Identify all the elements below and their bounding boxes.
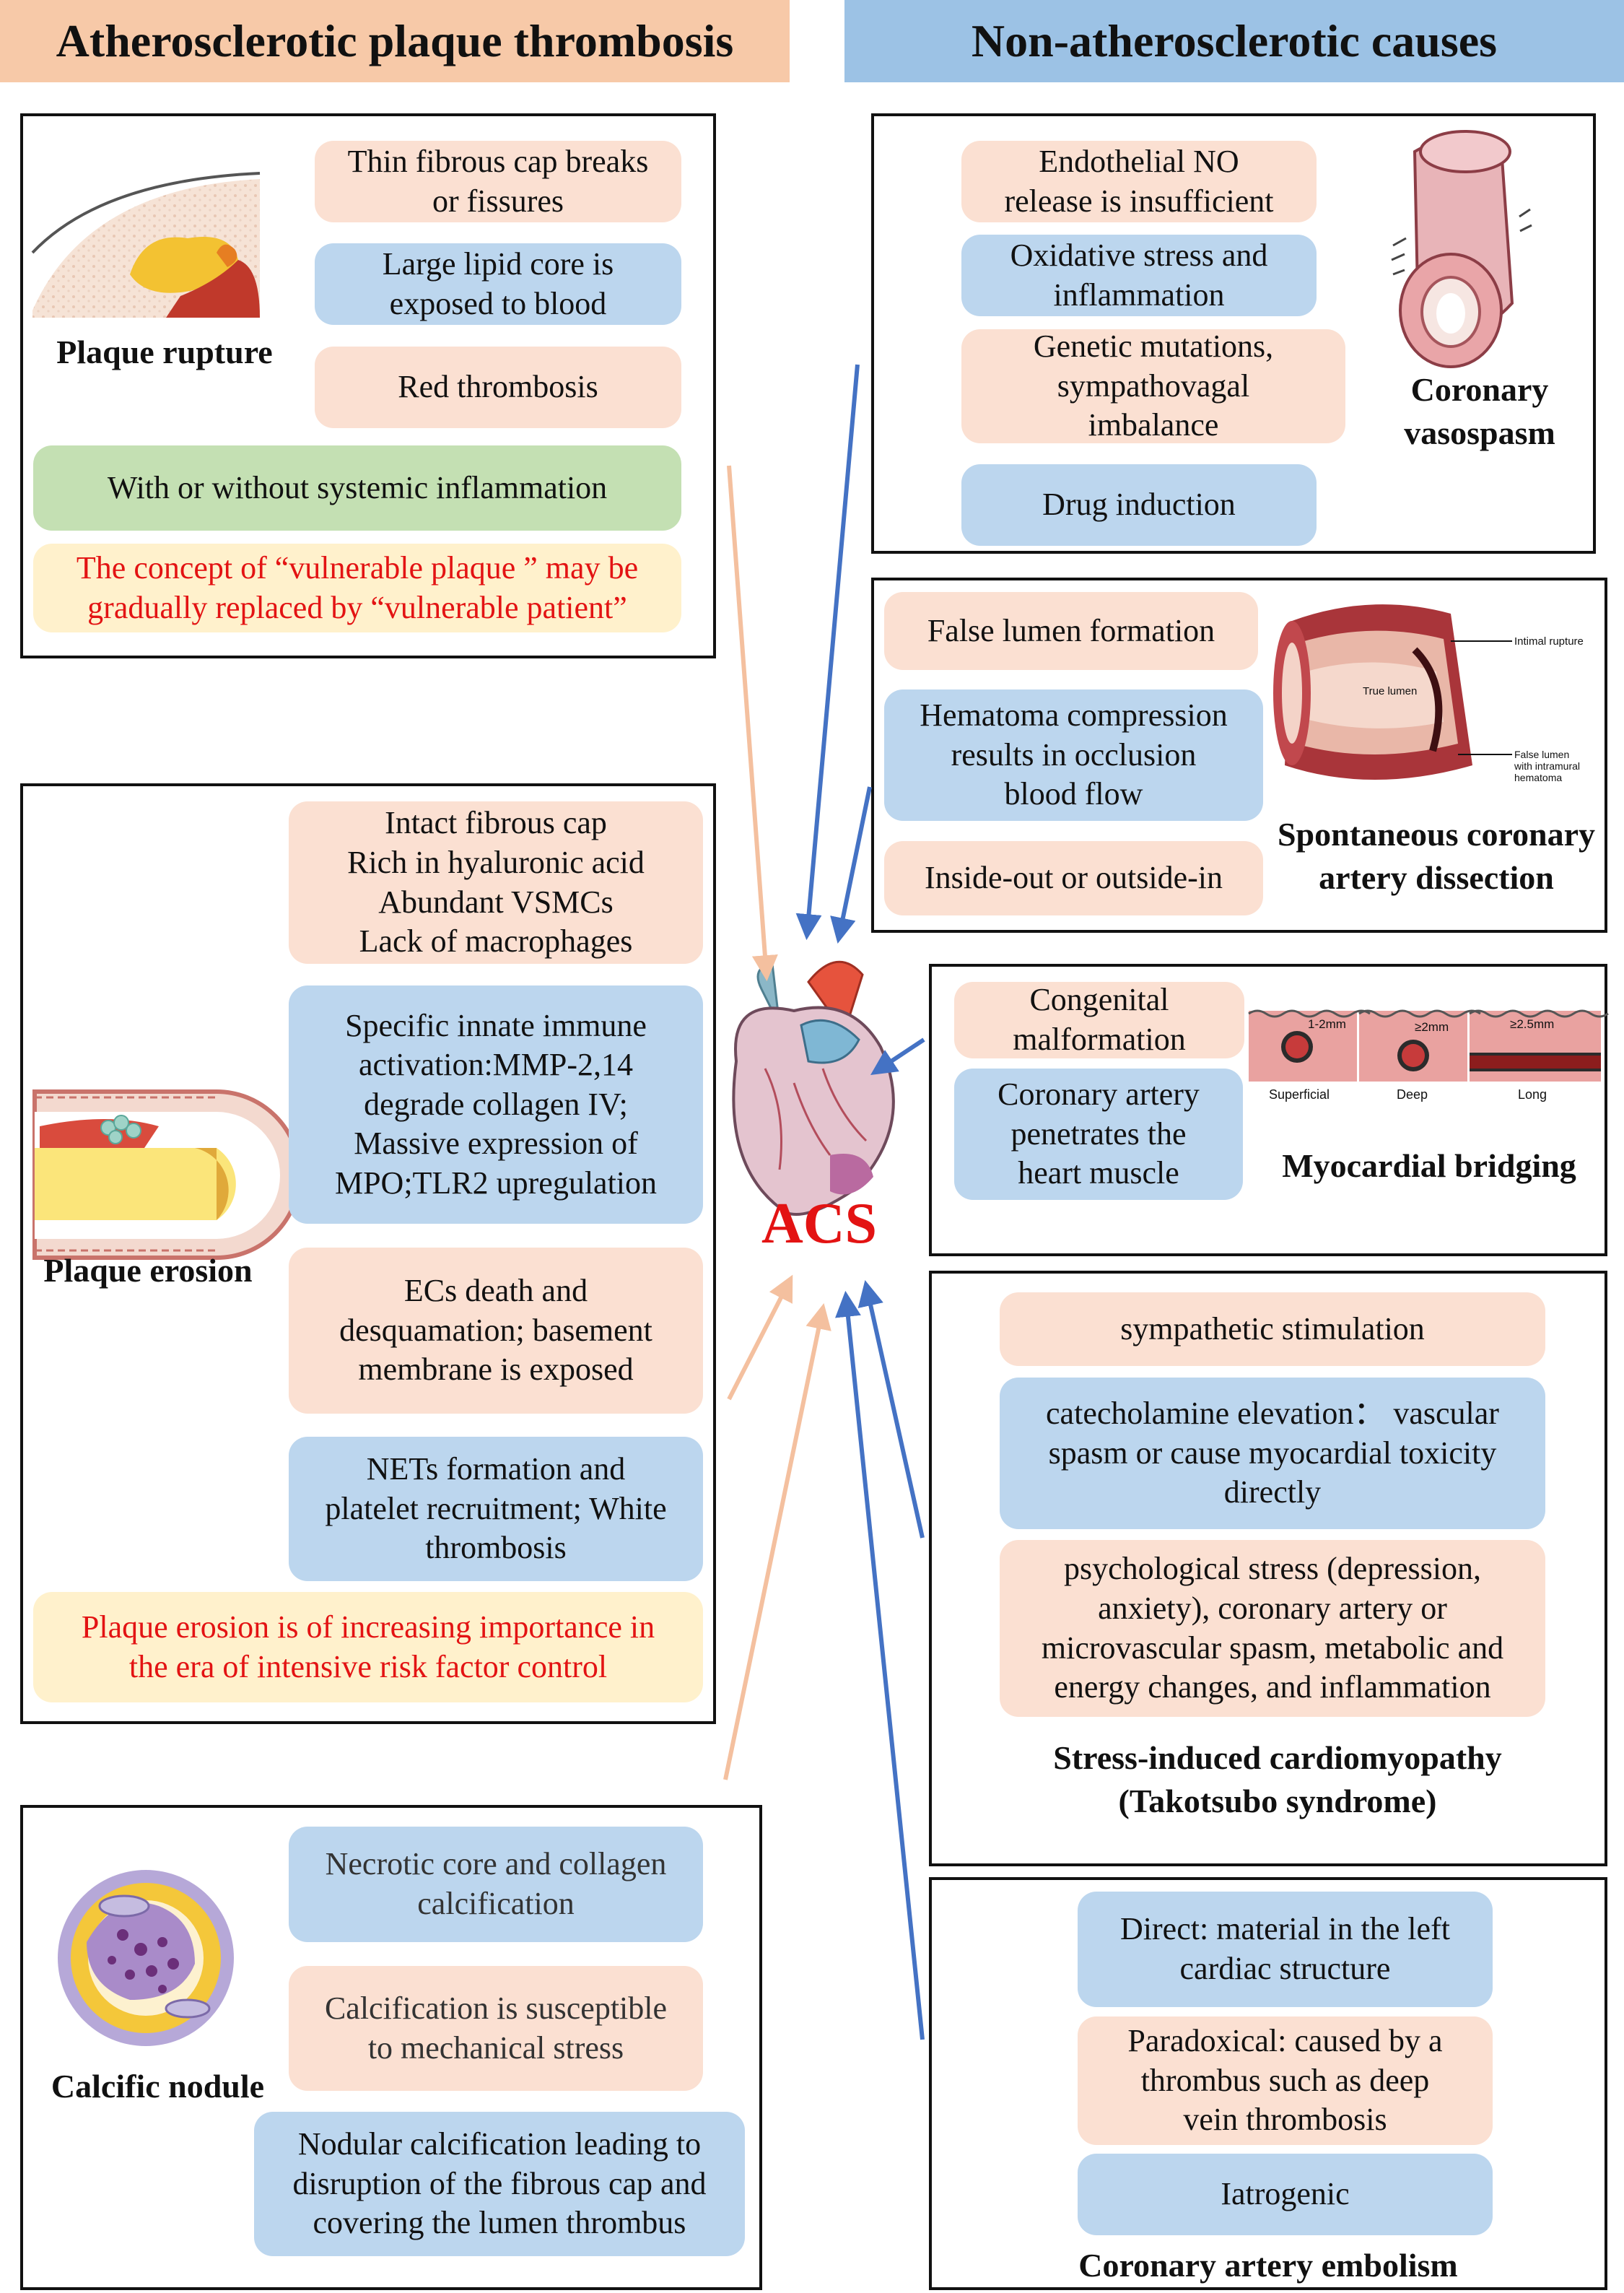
calcific-item-mechanical-stress: Calcification is susceptible to mechanic…: [289, 1966, 703, 2091]
scad-item-false-lumen: False lumen formation: [884, 592, 1258, 670]
rupture-item-thin-cap: Thin fibrous cap breaks or fissures: [315, 141, 681, 222]
label-takotsubo: Stress-induced cardiomyopathy (Takotsubo…: [1053, 1739, 1502, 1819]
label-coronary-embolism: Coronary artery embolism: [1078, 2247, 1458, 2284]
arrow-bridging-to-acs: [870, 1037, 925, 1075]
rupture-vulnerable-note: The concept of “vulnerable plaque ” may …: [33, 544, 681, 632]
label-calcific-nodule: Calcific nodule: [51, 2068, 265, 2105]
rupture-item-red-thrombosis: Red thrombosis: [315, 347, 681, 428]
acs-label: ACS: [761, 1192, 878, 1256]
embolism-item-paradoxical: Paradoxical: caused by a thrombus such a…: [1078, 2016, 1493, 2145]
takotsubo-item-psychological: psychological stress (depression, anxiet…: [1000, 1540, 1545, 1717]
arrow-rupture-to-acs: [727, 465, 778, 982]
arrow-embolism-to-acs: [835, 1290, 925, 2040]
label-coronary-vasospasm: Coronary vasospasm: [1404, 371, 1555, 451]
scad-item-hematoma: Hematoma compression results in occlusio…: [884, 689, 1263, 821]
header-non-atherosclerotic: Non-atherosclerotic causes: [844, 0, 1624, 82]
takotsubo-item-catecholamine: catecholamine elevation： vascular spasm …: [1000, 1378, 1545, 1529]
rupture-item-lipid-core: Large lipid core is exposed to blood: [315, 243, 681, 325]
embolism-item-iatrogenic: Iatrogenic: [1078, 2154, 1493, 2235]
label-plaque-erosion: Plaque erosion: [43, 1252, 253, 1289]
erosion-importance-note: Plaque erosion is of increasing importan…: [33, 1592, 703, 1702]
vasospasm-item-oxidative: Oxidative stress and inflammation: [961, 235, 1317, 316]
erosion-item-ec-death: ECs death and desquamation; basement mem…: [289, 1248, 703, 1414]
embolism-item-direct: Direct: material in the left cardiac str…: [1078, 1892, 1493, 2007]
vasospasm-item-genetic: Genetic mutations, sympathovagal imbalan…: [961, 328, 1345, 443]
label-myocardial-bridging: Myocardial bridging: [1282, 1147, 1576, 1184]
arrow-takotsubo-to-acs: [857, 1279, 925, 1539]
arrow-scad-to-acs: [830, 786, 872, 944]
takotsubo-item-sympathetic: sympathetic stimulation: [1000, 1292, 1545, 1366]
vasospasm-item-no-release: Endothelial NO release is insufficient: [961, 141, 1317, 222]
calcific-item-necrotic-core: Necrotic core and collagen calcification: [289, 1827, 703, 1942]
arrow-calcific-to-acs: [723, 1302, 831, 1780]
scad-item-inside-out: Inside-out or outside-in: [884, 841, 1263, 915]
erosion-item-intact-cap: Intact fibrous cap Rich in hyaluronic ac…: [289, 801, 703, 964]
calcific-item-nodular: Nodular calcification leading to disrupt…: [254, 2112, 745, 2256]
arrow-vasospasm-to-acs: [795, 364, 860, 941]
header-atherosclerotic: Atherosclerotic plaque thrombosis: [0, 0, 790, 82]
erosion-item-innate-immune: Specific innate immune activation:MMP-2,…: [289, 985, 703, 1224]
bridging-item-congenital: Congenital malformation: [954, 982, 1244, 1058]
label-scad: Spontaneous coronary artery dissection: [1277, 816, 1596, 896]
erosion-item-nets: NETs formation and platelet recruitment;…: [289, 1437, 703, 1581]
label-plaque-rupture: Plaque rupture: [56, 334, 273, 370]
rupture-systemic-inflammation: With or without systemic inflammation: [33, 445, 681, 531]
arrow-erosion-to-acs: [727, 1274, 793, 1401]
bridging-item-penetrates: Coronary artery penetrates the heart mus…: [954, 1069, 1243, 1200]
vasospasm-item-drug: Drug induction: [961, 464, 1317, 546]
